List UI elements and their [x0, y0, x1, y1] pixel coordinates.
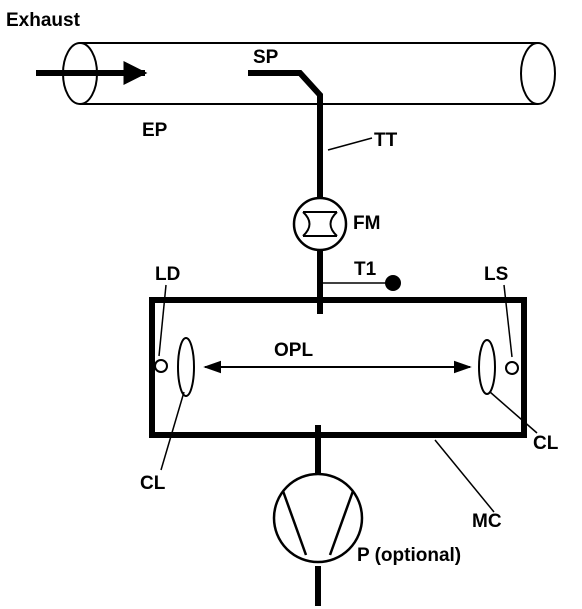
- ld-label: LD: [155, 264, 180, 285]
- opl-label: OPL: [274, 340, 313, 361]
- laser-sensor-icon: [505, 361, 519, 375]
- laser-diode-icon: [154, 359, 168, 373]
- pump-icon: [272, 472, 364, 564]
- sp-label: SP: [253, 47, 279, 68]
- sampling-probe-line: [248, 70, 323, 198]
- measurement-cell: [149, 297, 527, 438]
- exhaust-label: Exhaust: [6, 10, 81, 31]
- pump-label: P (optional): [357, 545, 461, 566]
- cl-right-label: CL: [533, 433, 559, 454]
- ld-leader-line: [158, 284, 167, 357]
- ls-leader-line: [503, 284, 513, 358]
- ls-label: LS: [484, 264, 508, 285]
- tt-leader-line: [327, 137, 373, 151]
- t1-sensor-dot: [385, 275, 401, 291]
- flow-meter-icon: [292, 196, 348, 252]
- fm-label: FM: [353, 213, 380, 234]
- t1-label: T1: [354, 259, 377, 280]
- collimating-lens-left-icon: [177, 337, 195, 397]
- collimating-lens-right-icon: [478, 339, 496, 395]
- cl-left-leader-line: [160, 391, 185, 471]
- ep-label: EP: [142, 120, 168, 141]
- cl-right-leader-line: [489, 391, 538, 434]
- mc-label: MC: [472, 511, 502, 532]
- cl-left-label: CL: [140, 473, 166, 494]
- tt-label: TT: [374, 130, 398, 151]
- mc-leader-line: [434, 439, 495, 513]
